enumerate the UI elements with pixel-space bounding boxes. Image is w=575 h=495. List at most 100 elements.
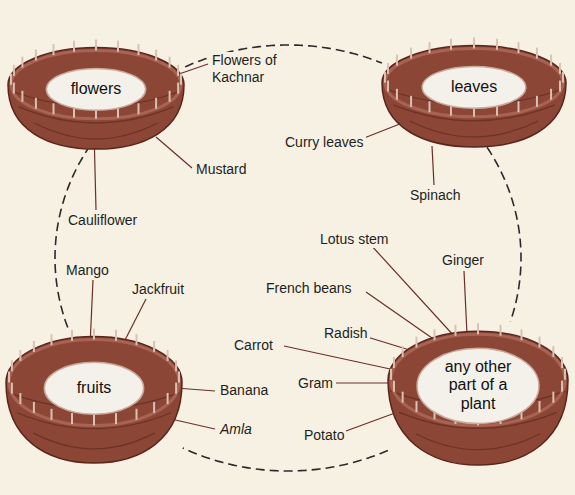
basket-stick [384,72,386,83]
basket-stick [13,83,15,94]
basket-stick [71,330,73,341]
basket-stick [169,91,171,102]
basket-stick [559,81,561,92]
plant-label: Flowers of Kachnar [210,52,306,86]
basket-body [8,48,184,149]
basket-stick [500,325,502,336]
basket-stick [175,383,177,394]
basket-stick [552,392,554,403]
basket-node: leaves [378,34,570,150]
basket-inside [417,348,539,423]
plant-label: Spinach [408,187,463,204]
basket-inside [44,362,143,414]
basket-label: fruits [77,379,112,397]
basket-stick [51,334,53,345]
basket-stick [396,55,398,66]
basket-stick [8,371,10,382]
basket-stick [410,96,412,107]
plant-label: Ginger [440,252,486,269]
basket-body [382,46,566,147]
basket-stick [415,337,417,348]
plant-label: Lotus stem [318,231,390,248]
basket-label: any other part of a plant [431,358,525,413]
dashed-ring-connector [55,149,88,328]
basket-stick [429,101,431,112]
basket-stick [561,381,563,392]
basket-stick [169,57,171,68]
plant-label: Potato [302,427,346,444]
basket-stick [93,328,95,339]
basket-stick [550,89,552,100]
basket-stick [53,44,55,55]
leader-line [124,299,146,342]
basket-stick [393,357,395,368]
basket-stick [155,50,157,61]
basket-stick [178,371,180,382]
plant-label: Gram [296,375,335,392]
basket-weave [416,434,540,450]
leader-line [366,292,432,338]
basket-stick [138,103,140,114]
basket-stick [561,357,563,368]
basket-body [6,336,182,463]
basket-stick [51,409,53,420]
basket-stick [402,392,404,403]
basket-stick [95,40,97,51]
basket-stick [33,341,35,352]
basket-rim [385,49,563,117]
basket-node: flowers [4,36,188,152]
leader-line [156,137,192,168]
basket-stick [402,346,404,357]
basket-rim [9,339,179,425]
basket-stick [396,89,398,100]
basket-node: fruits [2,322,186,466]
basket-stick [115,330,117,341]
leader-line [284,346,404,372]
dashed-ring-connector [487,147,521,321]
basket-stick [11,383,13,394]
basket-stick [536,96,538,107]
basket-stick [177,65,179,76]
basket-stick [138,44,140,55]
basket-stick [539,401,541,412]
basket-stick [559,63,561,74]
plant-label: Carrot [232,337,275,354]
plant-label: Mango [64,262,111,279]
basket-weave [35,123,158,139]
basket-stick [117,41,119,52]
basket-stick [450,39,452,50]
basket-stick [518,101,520,112]
plant-label: Jackfruit [130,281,186,298]
basket-stick [434,329,436,340]
basket-stick [410,48,412,59]
basket-stick [21,57,23,68]
basket-stick [19,350,21,361]
basket-stick [518,42,520,53]
basket-stick [153,341,155,352]
basket-stick [73,41,75,52]
basket-stick [21,91,23,102]
basket-body [388,331,568,465]
basket-stick [387,63,389,74]
basket-stick [167,393,169,404]
basket-stick [11,360,13,371]
plant-label: Cauliflower [66,212,139,229]
basket-stick [539,337,541,348]
basket-label: leaves [451,78,497,96]
basket-rim [391,334,565,425]
basket-stick [454,325,456,336]
basket-label: flowers [71,80,122,98]
basket-stick [387,81,389,92]
basket-stick [13,65,15,76]
basket-stick [473,38,475,49]
basket-stick [19,393,21,404]
plant-label: Radish [322,325,370,342]
basket-inside [422,66,526,108]
basket-stick [496,39,498,50]
basket-stick [71,413,73,424]
plant-label: Mustard [194,161,249,178]
basket-node: any other part of a plant [384,316,572,468]
plant-label: Curry leaves [283,134,366,151]
basket-stick [35,98,37,109]
